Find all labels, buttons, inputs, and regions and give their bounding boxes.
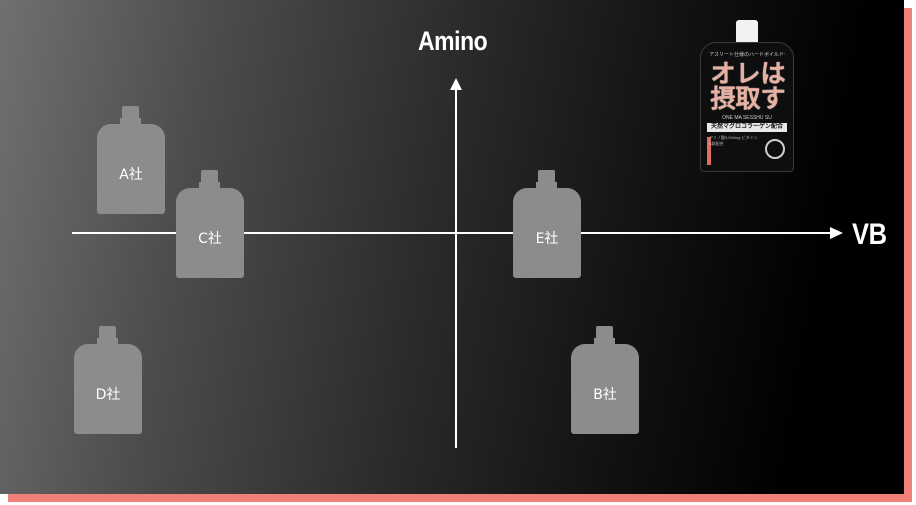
pouch-cap-ring xyxy=(594,338,615,344)
product-info: アミノ酸3,000mg ビタミンB群配合 xyxy=(709,135,758,146)
product-band: 天然マグロコラーゲン配合 xyxy=(707,123,787,132)
competitor-label: E社 xyxy=(535,231,559,247)
product-cap xyxy=(736,20,758,44)
competitor-label: A社 xyxy=(119,167,143,183)
pouch-cap xyxy=(99,326,116,338)
product-name: オレは摂取す xyxy=(710,59,786,113)
competitor-label: D社 xyxy=(95,387,121,403)
own-product-pouch: アスリート仕様のハードボイルドゼリー飲料 オレは摂取す ONE MA SESSH… xyxy=(700,20,794,172)
competitor-pouch-d: D社 xyxy=(74,326,142,452)
x-axis-arrow xyxy=(830,227,843,239)
pouch-cap xyxy=(201,170,218,182)
competitor-pouch-a: A社 xyxy=(97,106,165,232)
pouch-body xyxy=(74,344,142,434)
pouch-body xyxy=(571,344,639,434)
pouch-cap-ring xyxy=(97,338,118,344)
pouch-cap xyxy=(122,106,139,118)
pouch-body xyxy=(513,188,581,278)
product-body: アスリート仕様のハードボイルドゼリー飲料 オレは摂取す ONE MA SESSH… xyxy=(700,42,794,172)
y-axis-arrow xyxy=(450,78,462,90)
y-axis-label: Amino xyxy=(418,26,488,56)
product-tagline: アスリート仕様のハードボイルドゼリー飲料 xyxy=(709,52,785,58)
pouch-body xyxy=(97,124,165,214)
pouch-cap xyxy=(596,326,613,338)
product-accent-stripe xyxy=(707,137,711,165)
pouch-cap-ring xyxy=(536,182,557,188)
product-subname: ONE MA SESSHU SU xyxy=(722,115,772,121)
pouch-cap-ring xyxy=(120,118,141,124)
competitor-pouch-b: B社 xyxy=(571,326,639,452)
positioning-map-slide: Amino VB A社 C社 E社 D社 B社 アスリート仕様のハードボイルドゼ… xyxy=(0,0,904,494)
pouch-cap xyxy=(538,170,555,182)
x-axis-label: VB xyxy=(852,218,887,251)
competitor-label: C社 xyxy=(198,231,222,247)
competitor-pouch-c: C社 xyxy=(176,170,244,296)
pouch-body xyxy=(176,188,244,278)
competitor-pouch-e: E社 xyxy=(513,170,581,296)
pouch-cap-ring xyxy=(199,182,220,188)
competitor-label: B社 xyxy=(593,387,617,403)
product-badge-icon xyxy=(765,139,785,159)
